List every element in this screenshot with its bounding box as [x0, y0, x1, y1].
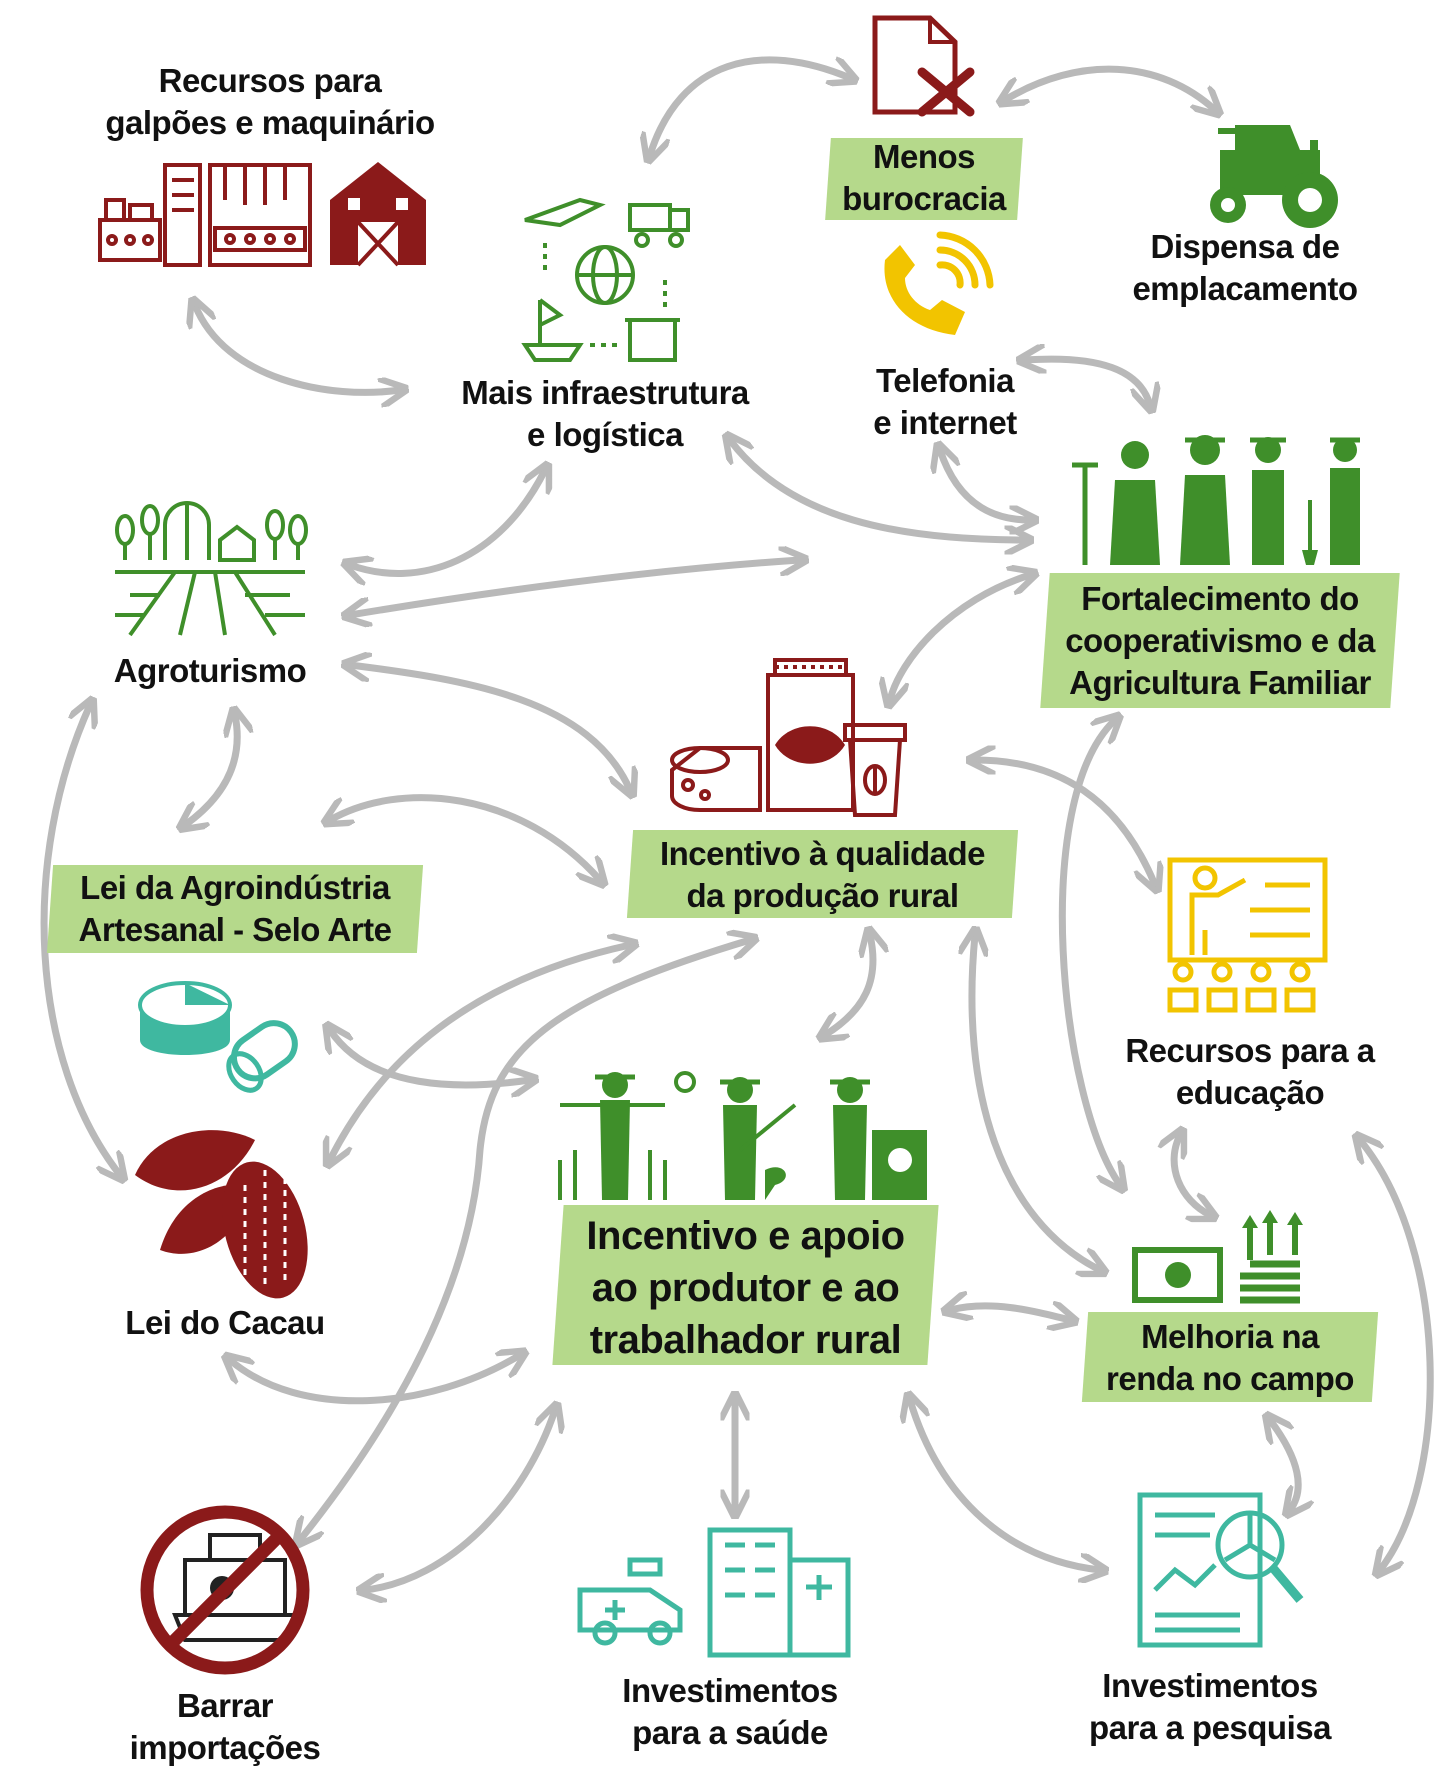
- logistics-globe-icon: [521, 197, 690, 362]
- arrow-qualidade-produtor: [825, 935, 873, 1035]
- arrow-agroturismo-qualidade: [350, 665, 630, 790]
- document-x-icon: [872, 15, 975, 117]
- farm-workers-icon: [558, 1071, 927, 1200]
- arrow-qualidade-renda: [972, 935, 1100, 1270]
- teacher-class-icon: [1167, 857, 1328, 1013]
- factory-barn-icon: [98, 163, 312, 267]
- arrow-agroturismo-selo: [185, 715, 237, 825]
- arrow-telefonia-cooperativismo-2: [940, 450, 1030, 520]
- arrow-selo-qualidade: [330, 794, 600, 880]
- arrow-cacau-produtor: [230, 1355, 520, 1405]
- farmers-family-icon: [1072, 435, 1360, 565]
- arrow-agroturismo-infraestrutura: [350, 470, 545, 573]
- ambulance-hospital-icon: [577, 1527, 851, 1658]
- cheese-cacao-coffee-icon: [670, 658, 907, 817]
- arrow-agroturismo-cacau: [40, 705, 120, 1175]
- arrow-renda-pesquisa: [1270, 1420, 1298, 1510]
- money-growth-icon: [1132, 1210, 1303, 1304]
- barn-icon: [330, 162, 426, 267]
- arrow-produtor-renda: [950, 1306, 1070, 1320]
- arrow-cooperativismo-qualidade: [890, 575, 1030, 700]
- farm-field-icon: [115, 501, 308, 637]
- arrow-educacao-pesquisa: [1360, 1140, 1434, 1570]
- arrow-agroturismo-cooperativismo: [350, 560, 800, 615]
- cacao-pod-icon: [135, 1130, 308, 1299]
- cheese-sausage-icon: [138, 981, 298, 1093]
- arrow-galpoes-infraestrutura: [195, 305, 400, 392]
- cacao-pod-on-package-icon: [775, 726, 845, 764]
- arrow-infraestrutura-cooperativismo: [730, 440, 1025, 540]
- arrow-produtor-importacoes-2: [365, 1410, 555, 1590]
- phone-icon: [884, 231, 994, 335]
- arrow-burocracia-infraestrutura: [650, 56, 850, 155]
- tractor-icon: [1210, 125, 1338, 228]
- arrow-educacao-renda: [1174, 1135, 1210, 1215]
- no-imports-icon: [140, 1505, 310, 1675]
- arrow-telefonia-cooperativismo: [1025, 359, 1150, 405]
- research-report-icon: [1137, 1492, 1304, 1648]
- agroturismo-label: Agroturismo: [113, 652, 307, 689]
- arrow-burocracia-emplacamento: [1005, 65, 1215, 110]
- arrow-produtor-pesquisa: [910, 1400, 1100, 1570]
- cacau-label: Lei do Cacau: [125, 1304, 325, 1341]
- arrow-cooperativismo-renda: [1058, 720, 1120, 1185]
- arrow-qualidade-educacao: [975, 760, 1155, 885]
